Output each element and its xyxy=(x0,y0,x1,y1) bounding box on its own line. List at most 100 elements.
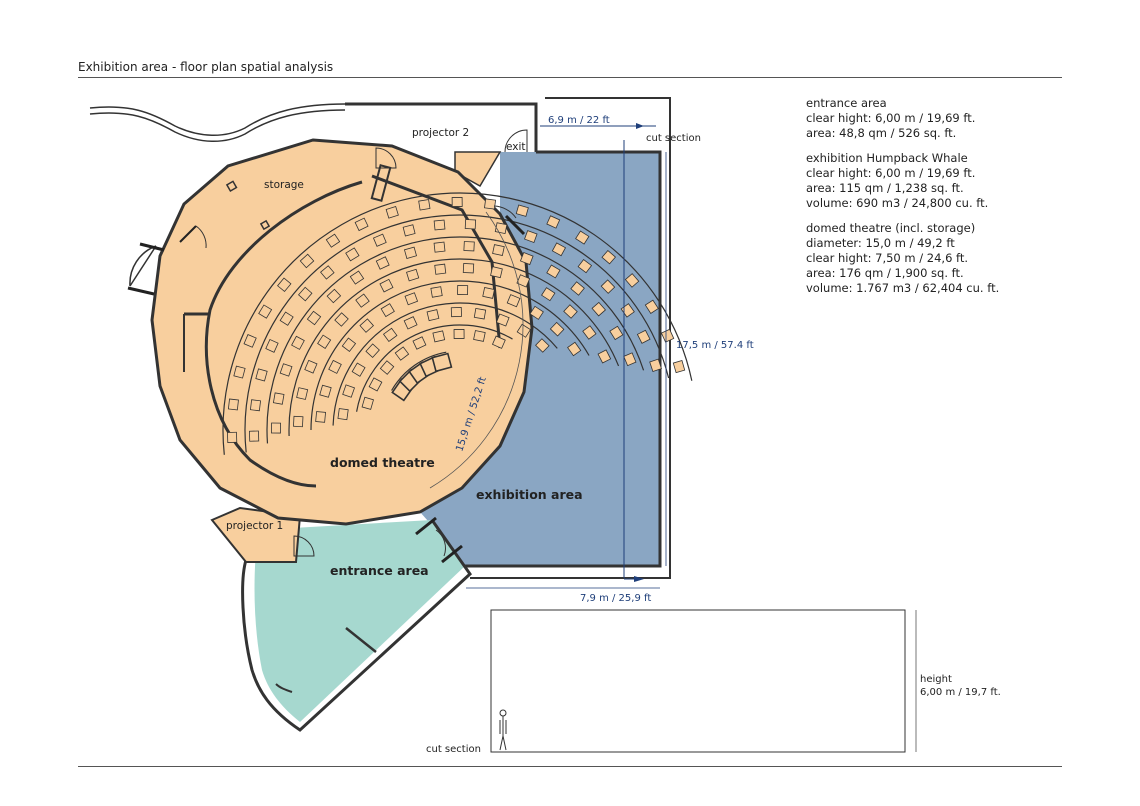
seat xyxy=(317,334,332,349)
wavy-boundary-outer xyxy=(89,109,346,142)
seat xyxy=(462,263,475,274)
domed-theatre-fill xyxy=(150,138,534,526)
seat xyxy=(320,265,335,280)
door-exhibition-top-arc xyxy=(493,205,517,219)
seat xyxy=(379,360,395,375)
label-domed-theatre: domed theatre xyxy=(330,455,435,470)
seat xyxy=(433,219,446,231)
seat xyxy=(549,321,565,337)
seat xyxy=(597,349,612,364)
seat xyxy=(412,336,427,350)
storage-inner-wall xyxy=(204,180,363,488)
seat xyxy=(326,288,342,304)
info-theatre-height: clear hight: 7,50 m / 24,6 ft. xyxy=(806,251,969,265)
info-theatre: domed theatre (incl. storage) diameter: … xyxy=(806,221,999,296)
info-exhibition: exhibition Humpback Whale clear hight: 6… xyxy=(806,151,999,211)
info-theatre-diameter: diameter: 15,0 m / 49,2 ft xyxy=(806,236,955,250)
seat xyxy=(341,337,357,353)
info-panel: entrance area clear hight: 6,00 m / 19,6… xyxy=(806,96,999,306)
entrance-area-wall xyxy=(241,519,472,732)
seat xyxy=(403,246,418,259)
seat xyxy=(296,387,309,400)
seat xyxy=(551,242,567,257)
seat xyxy=(279,363,293,377)
info-entrance-height: clear hight: 6,00 m / 19,69 ft. xyxy=(806,111,976,125)
dim-cut-section-label: cut section xyxy=(646,133,701,144)
seat-row-arc xyxy=(288,258,620,436)
seat xyxy=(609,325,624,341)
seat xyxy=(265,338,279,353)
door-storage-left xyxy=(179,225,197,243)
seat xyxy=(349,270,365,285)
label-projector-1: projector 1 xyxy=(226,520,283,532)
seat xyxy=(601,249,617,265)
seat xyxy=(582,325,597,340)
seat xyxy=(529,305,544,320)
seat xyxy=(382,327,398,342)
seat xyxy=(293,415,304,428)
seat xyxy=(355,293,370,308)
seat xyxy=(524,230,538,244)
info-entrance-area: area: 48,8 qm / 526 sq. ft. xyxy=(806,126,957,140)
seat xyxy=(495,313,510,327)
door-entrance-top xyxy=(415,516,437,536)
seat xyxy=(492,244,505,256)
seat xyxy=(432,330,446,343)
projector-1-room xyxy=(210,506,302,563)
wavy-boundary xyxy=(89,103,346,136)
seat xyxy=(535,338,550,353)
seat xyxy=(394,346,410,361)
seat xyxy=(519,252,534,266)
seat xyxy=(291,335,305,350)
seat xyxy=(567,341,582,357)
info-entrance-title: entrance area xyxy=(806,96,887,110)
seat xyxy=(464,219,477,230)
seat xyxy=(541,287,556,302)
seat xyxy=(457,285,469,296)
footer-rule xyxy=(78,766,1062,767)
info-theatre-volume: volume: 1.767 m3 / 62,404 cu. ft. xyxy=(806,281,1000,295)
storage-inner-wall-2 xyxy=(371,174,502,349)
seat-row-arc xyxy=(391,351,447,391)
seat xyxy=(227,398,239,411)
door-storage-top xyxy=(375,147,397,169)
seat xyxy=(491,335,506,349)
seat xyxy=(463,241,475,252)
seat xyxy=(453,329,465,339)
seat xyxy=(516,323,532,338)
seat xyxy=(306,310,322,326)
info-entrance: entrance area clear hight: 6,00 m / 19,6… xyxy=(806,96,999,141)
seat xyxy=(473,307,487,320)
entrance-curve-wall xyxy=(275,683,293,693)
dim-dome-arc xyxy=(429,211,524,489)
seat xyxy=(434,263,447,275)
seat xyxy=(575,230,590,245)
seat xyxy=(473,330,486,342)
dim-height-label: 17,5 m / 57.4 ft xyxy=(676,340,754,351)
seat xyxy=(258,304,273,319)
seat xyxy=(361,396,374,410)
info-exhibition-area: area: 115 qm / 1,238 sq. ft. xyxy=(806,181,964,195)
label-entrance-area: entrance area xyxy=(330,563,429,578)
door-projector-1 xyxy=(293,535,315,557)
storage-box-3 xyxy=(370,164,392,202)
seat xyxy=(506,294,521,308)
seat xyxy=(482,287,495,299)
seat xyxy=(365,343,380,358)
seat xyxy=(334,312,349,327)
seat xyxy=(546,264,561,279)
seat xyxy=(404,292,419,306)
label-exit: exit xyxy=(506,141,526,153)
door-entrance-bottom xyxy=(441,544,463,564)
seat xyxy=(636,329,651,344)
seat-row-arc xyxy=(266,236,645,444)
seat xyxy=(490,266,503,279)
entrance-inner-wall xyxy=(345,627,377,653)
seat xyxy=(337,408,349,421)
seat xyxy=(255,368,268,382)
seat-row-arc xyxy=(310,280,590,431)
header-rule xyxy=(78,77,1062,78)
exhibition-top-wall xyxy=(345,102,538,152)
seat xyxy=(403,316,418,330)
door-theatre-left xyxy=(129,245,157,287)
